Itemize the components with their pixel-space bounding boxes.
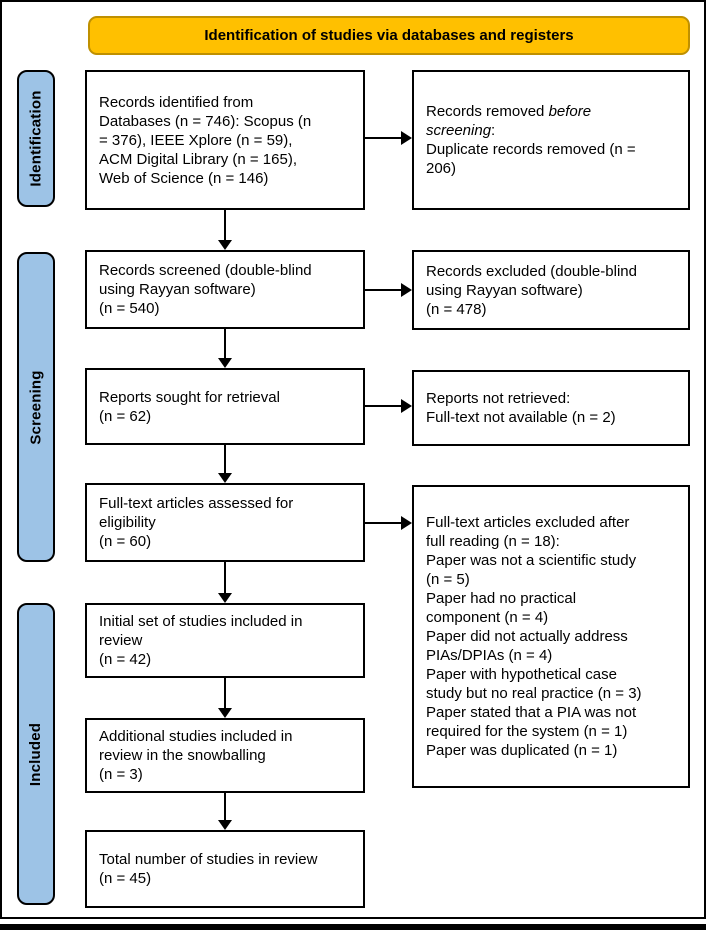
flow-box-reports-not-retrieved-text: Reports not retrieved: Full-text not ava…: [426, 390, 616, 426]
flow-box-records-identified: Records identified from Databases (n = 7…: [85, 70, 365, 210]
arrow-right-identification: [365, 131, 412, 145]
arrow-down-4: [218, 562, 232, 603]
arrow-down-5: [218, 678, 232, 718]
arrow-right-retrieval: [365, 399, 412, 413]
flow-box-records-identified-text: Records identified from Databases (n = 7…: [99, 93, 312, 187]
flow-box-records-screened-text: Records screened (double-blind using Ray…: [99, 262, 312, 317]
flow-box-snowballing-text: Additional studies included in review in…: [99, 728, 293, 783]
flow-box-reports-not-retrieved: Reports not retrieved: Full-text not ava…: [412, 370, 690, 446]
flow-box-records-screened: Records screened (double-blind using Ray…: [85, 250, 365, 329]
records-removed-text-italic: before screening: [426, 103, 592, 139]
arrow-down-6: [218, 793, 232, 830]
arrow-down-1: [218, 210, 232, 250]
flow-box-records-removed-text: Records removed before screening: Duplic…: [426, 102, 636, 178]
flow-box-records-excluded-text: Records excluded (double-blind using Ray…: [426, 262, 637, 318]
flow-box-fulltext-assessed-text: Full-text articles assessed for eligibil…: [99, 495, 294, 550]
bottom-edge-bar: [0, 924, 706, 930]
flow-box-total: Total number of studies in review (n = 4…: [85, 830, 365, 908]
flow-box-reports-sought-text: Reports sought for retrieval (n = 62): [99, 388, 280, 425]
arrow-down-2: [218, 329, 232, 368]
flow-box-reports-sought: Reports sought for retrieval (n = 62): [85, 368, 365, 445]
flow-box-records-excluded: Records excluded (double-blind using Ray…: [412, 250, 690, 330]
arrow-right-screened: [365, 283, 412, 297]
stage-screening: Screening: [17, 252, 55, 562]
banner-title: Identification of studies via databases …: [88, 16, 690, 55]
records-removed-text-tail: : Duplicate records removed (n = 206): [426, 122, 636, 177]
stage-identification: Identification: [17, 70, 55, 207]
arrow-down-3: [218, 445, 232, 483]
flow-box-fulltext-excluded-text: Full-text articles excluded after full r…: [426, 514, 642, 759]
banner-title-label: Identification of studies via databases …: [204, 27, 574, 44]
flow-box-total-text: Total number of studies in review (n = 4…: [99, 851, 318, 887]
stage-screening-label: Screening: [27, 369, 45, 445]
flow-box-snowballing: Additional studies included in review in…: [85, 718, 365, 793]
arrow-right-eligibility: [365, 516, 412, 530]
records-removed-text-regular: Records removed: [426, 103, 549, 120]
flow-box-fulltext-excluded: Full-text articles excluded after full r…: [412, 485, 690, 788]
flow-box-initial-set: Initial set of studies included in revie…: [85, 603, 365, 678]
flow-box-initial-set-text: Initial set of studies included in revie…: [99, 613, 303, 668]
stage-included: Included: [17, 603, 55, 905]
flow-box-records-removed: Records removed before screening: Duplic…: [412, 70, 690, 210]
flow-box-fulltext-assessed: Full-text articles assessed for eligibil…: [85, 483, 365, 562]
stage-included-label: Included: [27, 722, 45, 786]
stage-identification-label: Identification: [27, 90, 45, 187]
